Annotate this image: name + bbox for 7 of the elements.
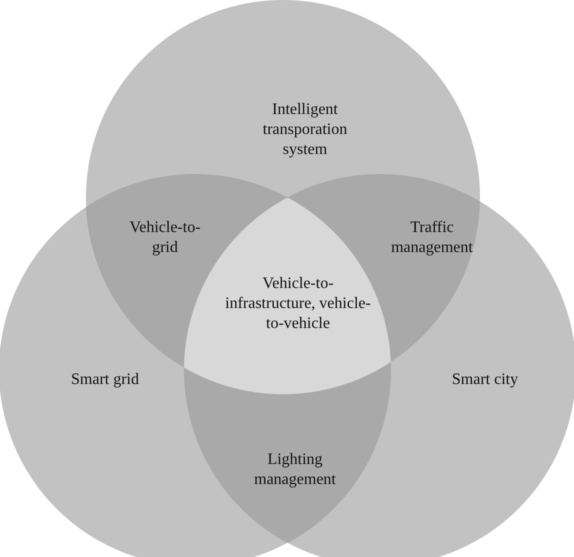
region-label: Smart city [450,370,520,390]
region-label: Intelligent transporation system [262,100,348,160]
region-label: Smart grid [70,370,140,390]
region-label: Traffic management [390,218,474,258]
region-label: Vehicle-to-infrastructure, vehicle-to-vehicle [224,274,372,334]
region-label: Vehicle-to-grid [128,218,202,258]
region-label: Lighting management [253,450,337,490]
